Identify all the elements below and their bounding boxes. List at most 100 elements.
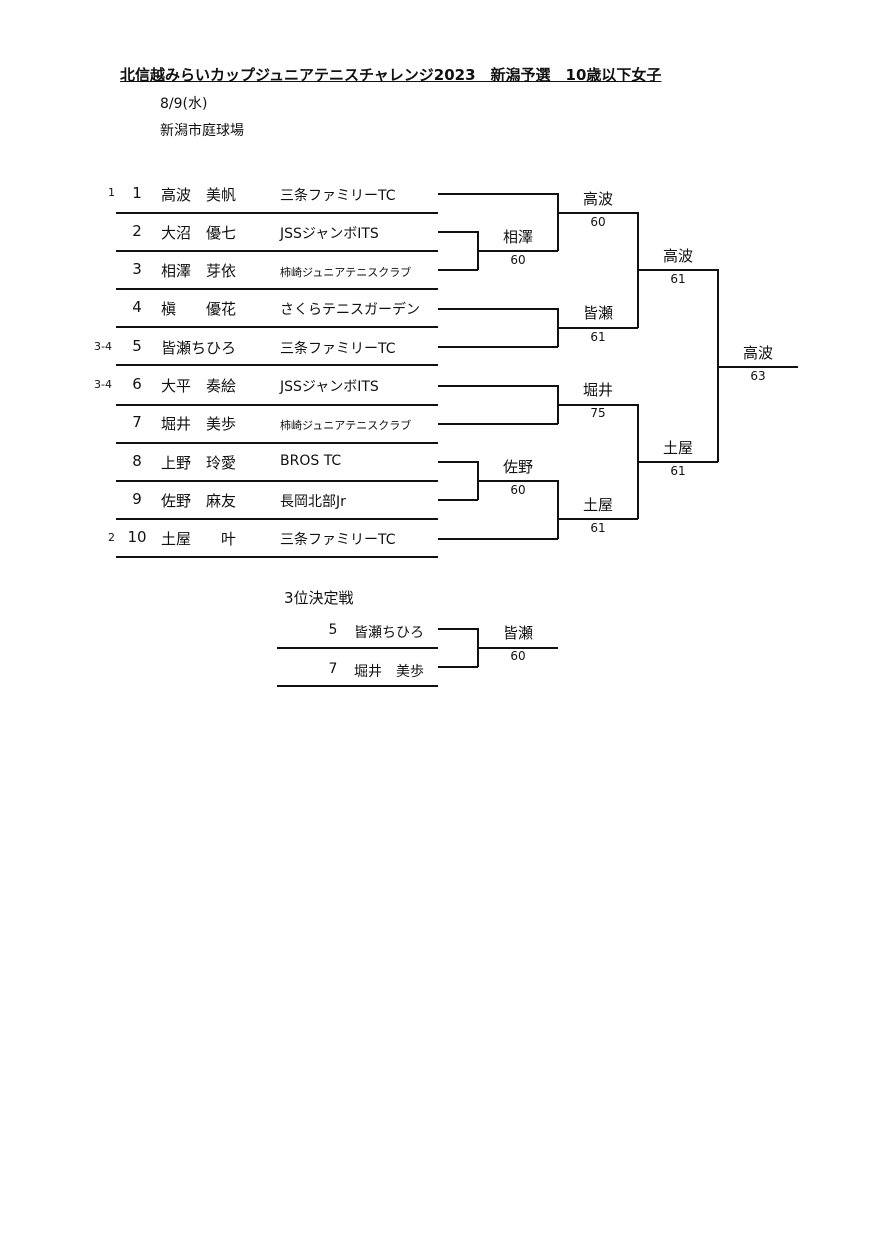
match-score: 60: [510, 253, 526, 267]
player-club: 長岡北部Jr: [280, 494, 346, 510]
draw-number: 2: [132, 222, 142, 240]
row-divider: [277, 647, 438, 649]
bracket-line: [438, 499, 478, 501]
match-score: 61: [670, 272, 686, 286]
draw-number: 7: [132, 413, 142, 431]
draw-number: 5: [328, 622, 338, 638]
player-name: 大沼 優七: [161, 224, 237, 242]
match-score: 61: [590, 330, 606, 344]
draw-number: 10: [127, 528, 147, 546]
player-name: 槇 優花: [161, 300, 237, 318]
champion-name: 高波: [742, 344, 773, 362]
bracket-line: [438, 308, 558, 310]
bracket-line: [557, 193, 559, 251]
bracket-line: [478, 480, 558, 482]
bracket-line: [438, 385, 558, 387]
player-name: 皆瀬ちひろ: [161, 339, 237, 357]
bracket-line: [478, 250, 558, 252]
seed-label: 2: [108, 531, 115, 544]
row-divider: [277, 685, 438, 687]
bracket-line: [557, 385, 559, 424]
row-divider: [116, 326, 438, 328]
match-winner: 堀井: [582, 381, 613, 399]
match-score: 61: [670, 464, 686, 478]
match-winner: 高波: [662, 247, 693, 265]
seed-label: 1: [108, 186, 115, 199]
match-score: 61: [590, 521, 606, 535]
bracket-line: [718, 366, 798, 368]
draw-number: 3: [132, 260, 142, 278]
bracket-line: [477, 461, 479, 500]
player-club: 三条ファミリーTC: [280, 341, 396, 357]
seed-label: 3-4: [94, 340, 112, 353]
bracket-line: [438, 231, 478, 233]
bracket-line: [438, 538, 558, 540]
match-score: 60: [510, 649, 526, 663]
row-divider: [116, 442, 438, 444]
match-winner: 高波: [582, 190, 613, 208]
match-winner: 土屋: [582, 496, 613, 514]
bracket-line: [717, 269, 719, 462]
player-club: JSSジャンボITS: [280, 226, 379, 242]
bracket-line: [637, 212, 639, 328]
draw-number: 7: [328, 661, 338, 677]
player-name: 大平 奏絵: [161, 377, 237, 395]
match-score: 63: [750, 369, 766, 383]
draw-number: 9: [132, 490, 142, 508]
row-divider: [116, 250, 438, 252]
player-name: 皆瀬ちひろ: [354, 625, 424, 641]
event-date: 8/9(水): [160, 96, 208, 112]
bracket-line: [438, 666, 478, 668]
player-club: さくらテニスガーデン: [280, 302, 420, 318]
player-club: 三条ファミリーTC: [280, 532, 396, 548]
bracket-line: [477, 628, 479, 667]
row-divider: [116, 556, 438, 558]
row-divider: [116, 364, 438, 366]
bracket-line: [438, 628, 478, 630]
player-name: 上野 玲愛: [161, 454, 237, 472]
draw-number: 5: [132, 337, 142, 355]
section-heading: 3位決定戦: [284, 589, 354, 607]
player-name: 土屋 叶: [161, 530, 237, 548]
match-score: 75: [590, 406, 606, 420]
player-club: 三条ファミリーTC: [280, 188, 396, 204]
bracket-line: [557, 308, 559, 347]
draw-number: 6: [132, 375, 142, 393]
match-winner: 皆瀬: [582, 304, 613, 322]
bracket-line: [638, 269, 718, 271]
player-name: 堀井 美歩: [161, 415, 237, 433]
player-club: BROS TC: [280, 453, 342, 469]
match-score: 60: [510, 483, 526, 497]
page-title: 北信越みらいカップジュニアテニスチャレンジ2023 新潟予選 10歳以下女子: [120, 66, 662, 84]
player-club: 柿崎ジュニアテニスクラブ: [280, 419, 412, 432]
bracket-line: [478, 647, 558, 649]
bracket-line: [637, 404, 639, 519]
player-name: 高波 美帆: [161, 186, 237, 204]
event-venue: 新潟市庭球場: [160, 123, 244, 139]
match-winner: 相澤: [502, 228, 533, 246]
row-divider: [116, 518, 438, 520]
bracket-line: [438, 423, 558, 425]
seed-label: 3-4: [94, 378, 112, 391]
player-name: 堀井 美歩: [354, 664, 424, 680]
draw-number: 1: [132, 184, 142, 202]
match-winner: 土屋: [662, 439, 693, 457]
bracket-line: [558, 327, 638, 329]
bracket-line: [638, 461, 718, 463]
bracket-line: [438, 269, 478, 271]
row-divider: [116, 480, 438, 482]
player-name: 相澤 芽依: [161, 262, 237, 280]
bracket-line: [557, 480, 559, 539]
player-club: 柿崎ジュニアテニスクラブ: [280, 266, 412, 279]
bracket-line: [438, 461, 478, 463]
bracket-line: [438, 193, 558, 195]
player-club: JSSジャンボITS: [280, 379, 379, 395]
bracket-line: [438, 346, 558, 348]
match-score: 60: [590, 215, 606, 229]
row-divider: [116, 212, 438, 214]
bracket-line: [558, 518, 638, 520]
bracket-line: [558, 212, 638, 214]
draw-number: 4: [132, 298, 142, 316]
match-winner: 皆瀬: [502, 624, 533, 642]
bracket-line: [477, 231, 479, 270]
